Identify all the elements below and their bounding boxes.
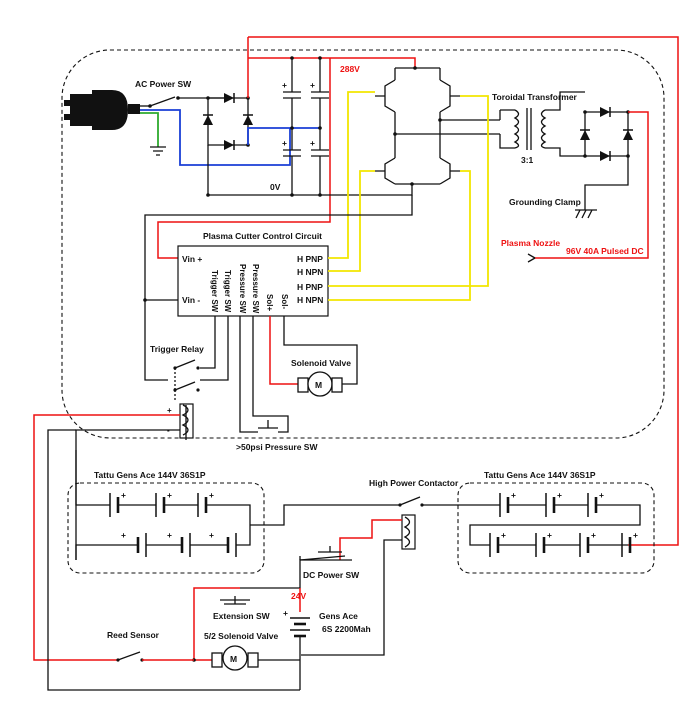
gate-wire-1 [328,91,375,259]
relay-plus-label: + [167,406,172,415]
ac-power-sw-label: AC Power SW [135,79,192,89]
solenoid-52-motor-icon [222,645,248,671]
svg-text:+: + [591,530,596,540]
neutral-wire [140,109,291,166]
relay-positive-wire [33,414,180,661]
gate-wire-4 [328,170,471,301]
dc-power-switch [299,555,346,561]
pressure-sw-50psi-label: >50psi Pressure SW [236,442,318,452]
svg-text:+: + [557,490,562,500]
zero-volt-label: 0V [270,182,281,192]
high-power-contactor-label: High Power Contactor [369,478,459,488]
capacitor-bank: + + + + [282,56,329,197]
vin-plus-label: Vin + [182,254,202,264]
toroidal-transformer-label: Toroidal Transformer [492,92,578,102]
battery-pack-right [457,482,655,574]
ratio-label: 3:1 [521,155,534,165]
svg-text:+: + [121,530,126,540]
svg-text:+: + [511,490,516,500]
gens-ace-battery: + [283,608,310,690]
motor-symbol-1: M [315,380,322,390]
control-circuit-box [177,245,329,317]
battery-left-label: Tattu Gens Ace 144V 36S1P [94,470,206,480]
trigger-relay-switch [174,359,196,369]
enclosure-outline [61,49,665,439]
v288-label: 288V [340,64,360,74]
svg-text:+: + [633,530,638,540]
gens-ace-label: Gens Ace [319,611,358,621]
svg-text:+: + [121,490,126,500]
svg-text:+: + [501,530,506,540]
svg-text:+: + [209,530,214,540]
plasma-nozzle-label: Plasma Nozzle [501,238,560,248]
trigger-sw-2-label: Trigger SW [223,270,232,313]
battery-cells-left: + + + + + + [75,450,251,560]
svg-text:+: + [282,138,287,148]
svg-text:+: + [599,490,604,500]
svg-text:+: + [310,80,315,90]
toroidal-transformer [499,91,585,157]
control-circuit-title: Plasma Cutter Control Circuit [203,231,322,241]
ac-plug-icon [64,90,140,130]
h-npn-1-label: H NPN [297,267,323,277]
hv-positive-wire [248,36,679,546]
gate-wire-2 [328,170,375,272]
battery-cells-right: + + + + + + + [462,490,641,557]
h-npn-2-label: H NPN [297,295,323,305]
sol-minus-label: Sol- [280,294,289,309]
bridge-rectifier-left [207,97,249,146]
trigger-relay-label: Trigger Relay [150,344,204,354]
pressure-switch [258,420,278,429]
solenoid-valve-label: Solenoid Valve [291,358,351,368]
svg-text:+: + [547,530,552,540]
contactor-switch [399,496,421,506]
plasma-output-wire [535,111,649,259]
vin-minus-label: Vin - [182,295,200,305]
svg-text:+: + [167,530,172,540]
relay-coil [181,404,189,436]
motor-symbol-2: M [230,654,237,664]
bridge-rectifier-right [580,107,633,161]
arrow-icon [527,253,536,263]
trigger-sw-1-label: Trigger SW [210,270,219,313]
svg-text:+: + [167,490,172,500]
dc-power-sw-label: DC Power SW [303,570,360,580]
h-pnp-2-label: H PNP [297,282,323,292]
gate-wire-3 [328,95,489,287]
svg-text:+: + [282,80,287,90]
svg-text:+: + [310,138,315,148]
pulsed-dc-label: 96V 40A Pulsed DC [566,246,644,256]
h-bridge [375,66,500,186]
svg-text:+: + [283,608,288,618]
grounding-clamp-label: Grounding Clamp [509,197,581,207]
sol-plus-label: Sol+ [265,294,274,311]
v24-label: 24V [291,591,306,601]
battery-pack-left [67,482,265,574]
svg-text:+: + [209,490,214,500]
contactor-coil [401,514,416,550]
reed-sensor-switch [117,651,141,661]
pressure-sw-2-label: Pressure SW [251,264,260,314]
reed-sensor-label: Reed Sensor [107,630,160,640]
h-pnp-1-label: H PNP [297,254,323,264]
earth-ground-icon [150,146,166,156]
earth-wire [140,112,159,147]
ac-power-switch [149,96,176,107]
zero-volt-rail [208,185,413,196]
pressure-sw-1-label: Pressure SW [238,264,247,314]
gens-ace-spec-label: 6S 2200Mah [322,624,371,634]
battery-right-label: Tattu Gens Ace 144V 36S1P [484,470,596,480]
grounding-clamp-icon [575,209,597,219]
solenoid-valve-52-label: 5/2 Solenoid Valve [204,631,278,641]
extension-sw-label: Extension SW [213,611,271,621]
